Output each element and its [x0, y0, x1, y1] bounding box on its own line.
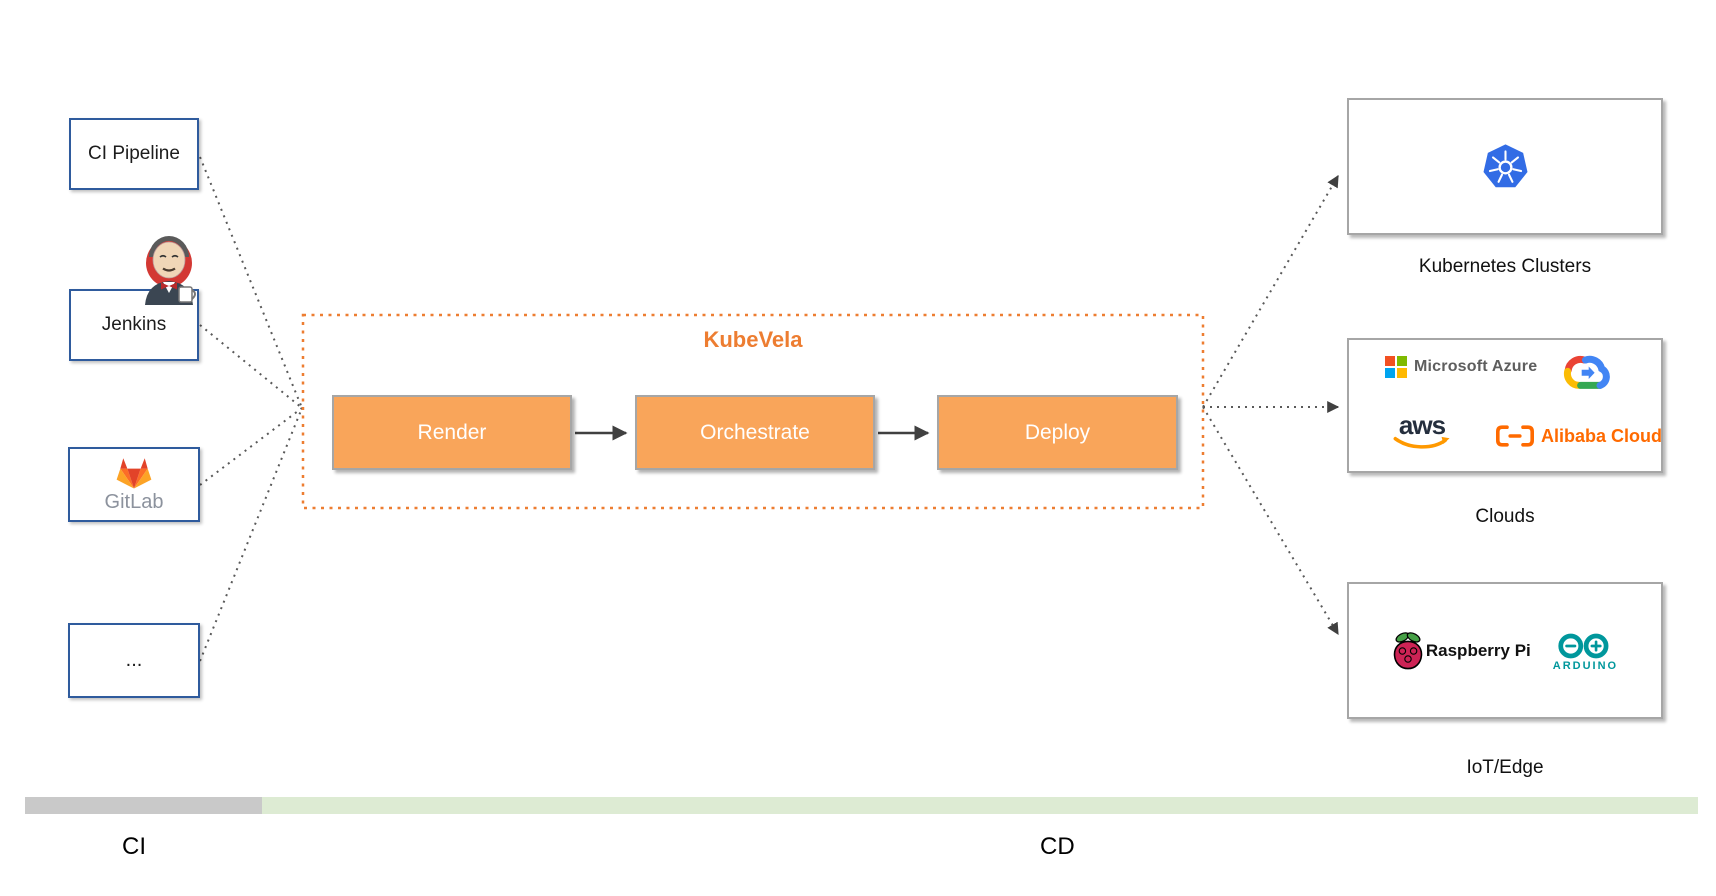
iot-edge-label: IoT/Edge [1466, 757, 1544, 778]
kubernetes-clusters-label: Kubernetes Clusters [1418, 256, 1592, 277]
connector-gitlab-to-kubevela [199, 407, 303, 486]
source-box-gitlab: GitLab [68, 447, 200, 522]
target-box-iot-edge: Raspberry Pi ARDUINO [1347, 582, 1663, 719]
source-box-more: ... [68, 623, 200, 698]
gitlab-label: GitLab [104, 490, 164, 513]
target-box-kubernetes [1347, 98, 1663, 235]
connector-ci-pipeline-to-kubevela [199, 156, 303, 409]
aws-smile-icon [1393, 436, 1450, 449]
stage-box-render: Render [332, 395, 572, 470]
stage-box-deploy: Deploy [937, 395, 1178, 470]
aws-logo: aws [1391, 410, 1453, 457]
gitlab-logo-icon [116, 457, 152, 489]
connector-kubevela-to-kubernetes [1202, 174, 1339, 408]
ci-phase-bar [25, 797, 262, 814]
microsoft-azure-label: Microsoft Azure [1414, 358, 1538, 375]
cd-label: CD [1040, 833, 1075, 860]
render-label: Render [417, 420, 487, 444]
orchestrate-label: Orchestrate [700, 420, 810, 444]
target-box-clouds: Microsoft Azure aws [1347, 338, 1663, 473]
aws-label: aws [1398, 410, 1446, 440]
iot-logos-row: Raspberry Pi ARDUINO [1349, 584, 1661, 717]
ci-label: CI [122, 833, 146, 860]
source-box-ci-pipeline: CI Pipeline [69, 118, 199, 190]
arduino-label: ARDUINO [1552, 659, 1619, 672]
alibaba-cloud-label: Alibaba Cloud [1541, 425, 1662, 446]
kubevela-title: KubeVela [703, 327, 803, 352]
jenkins-label: Jenkins [101, 314, 167, 335]
arduino-infinity-icon [1558, 633, 1609, 658]
stage-box-orchestrate: Orchestrate [635, 395, 875, 470]
more-sources-label: ... [125, 649, 143, 671]
alibaba-cloud-logo: Alibaba Cloud [1495, 424, 1662, 448]
raspberry-pi-label: Raspberry Pi [1425, 640, 1531, 660]
ci-pipeline-label: CI Pipeline [88, 143, 180, 164]
microsoft-azure-logo: Microsoft Azure [1385, 356, 1537, 378]
connector-kubevela-to-iot [1202, 406, 1339, 636]
raspberry-icon [1393, 631, 1423, 669]
jenkins-mascot-icon [145, 236, 196, 305]
cd-phase-bar [262, 797, 1698, 814]
connector-jenkins-to-kubevela [199, 324, 303, 409]
clouds-label: Clouds [1475, 506, 1535, 527]
kubevela-dashed-border [301, 313, 1205, 510]
raspberry-pi-logo: Raspberry Pi [1392, 630, 1531, 672]
kubernetes-logo-icon [1483, 144, 1527, 188]
deploy-label: Deploy [1024, 420, 1091, 444]
microsoft-squares-icon [1385, 356, 1407, 378]
alibaba-brackets-icon [1496, 425, 1534, 447]
arduino-logo: ARDUINO [1553, 630, 1618, 672]
google-cloud-logo-icon [1563, 355, 1610, 389]
